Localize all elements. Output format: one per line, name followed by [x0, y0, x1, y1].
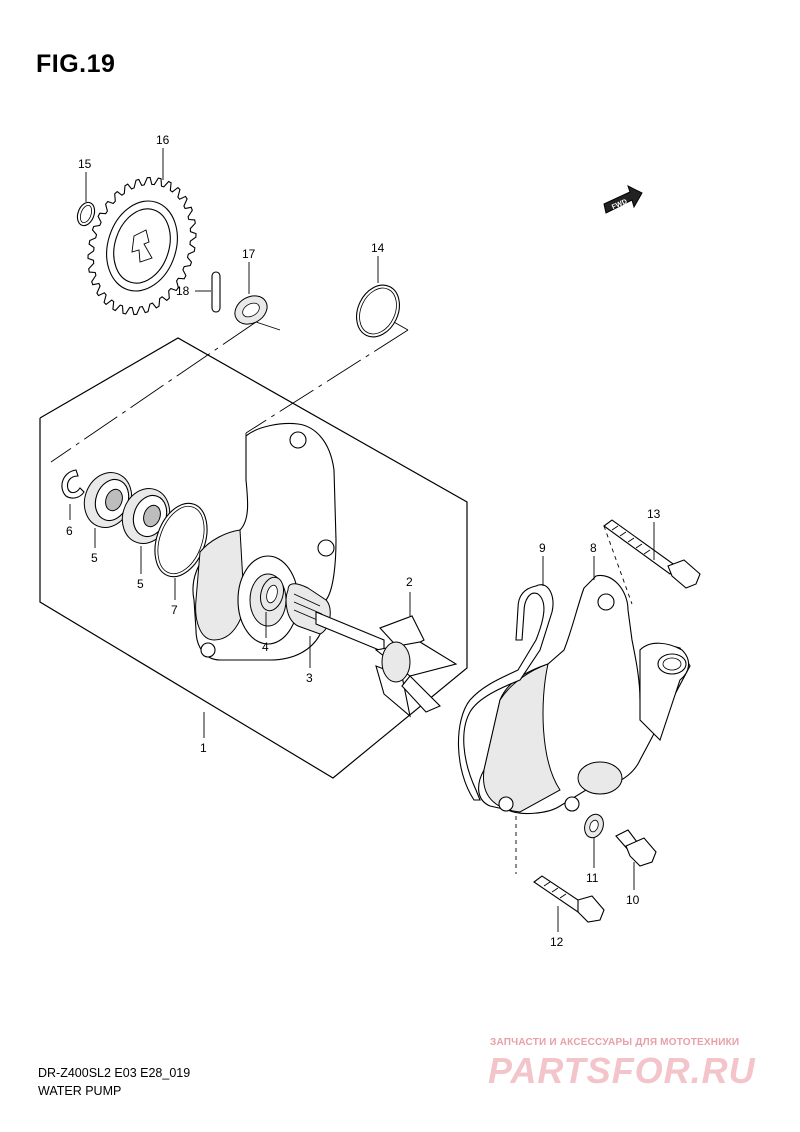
callout-18: 18 [176, 284, 190, 298]
figure-title: FIG.19 [36, 50, 116, 78]
callout-15: 15 [78, 157, 92, 171]
callout-13: 13 [647, 507, 661, 521]
callout-17: 17 [242, 247, 256, 261]
washer-11 [584, 813, 604, 839]
watermark-caption: ЗАПЧАСТИ И АКСЕССУАРЫ ДЛЯ МОТОТЕХНИКИ [490, 1037, 740, 1048]
washer-17 [234, 295, 268, 325]
callout-5b: 5 [137, 577, 144, 591]
callout-10: 10 [626, 893, 640, 907]
o-ring-7 [154, 502, 208, 578]
footer-diagram-title: WATER PUMP [38, 1084, 122, 1098]
bolt-12 [533, 875, 605, 923]
callout-3: 3 [306, 671, 313, 685]
callout-6: 6 [66, 524, 73, 538]
bearing-5a [83, 472, 133, 528]
callout-9: 9 [539, 541, 546, 555]
drive-gear-16 [87, 176, 197, 316]
snap-ring-6 [61, 469, 85, 499]
bolt-10 [615, 829, 657, 867]
callout-2: 2 [406, 575, 413, 589]
callout-14: 14 [371, 241, 385, 255]
callout-8: 8 [590, 541, 597, 555]
oil-seal-4 [259, 576, 285, 612]
watermark-logo: PARTSFOR.RU [488, 1050, 756, 1091]
pump-cover [478, 574, 691, 815]
callout-7: 7 [171, 603, 178, 617]
callout-1: 1 [200, 741, 207, 755]
gasket-9 [457, 584, 554, 801]
snap-ring-15 [76, 201, 96, 227]
callout-4: 4 [262, 640, 269, 654]
callout-16: 16 [156, 133, 170, 147]
footer-model-code: DR-Z400SL2 E03 E28_019 [38, 1066, 191, 1080]
callout-5a: 5 [91, 551, 98, 565]
fwd-arrow-icon: FWD [603, 185, 643, 214]
bolt-13 [603, 519, 701, 589]
callout-12: 12 [550, 935, 564, 949]
impeller-shaft-2 [315, 611, 458, 718]
o-ring-14 [356, 284, 400, 338]
callout-11: 11 [586, 871, 599, 885]
bearing-5b [121, 488, 171, 544]
pin-18 [211, 271, 221, 313]
